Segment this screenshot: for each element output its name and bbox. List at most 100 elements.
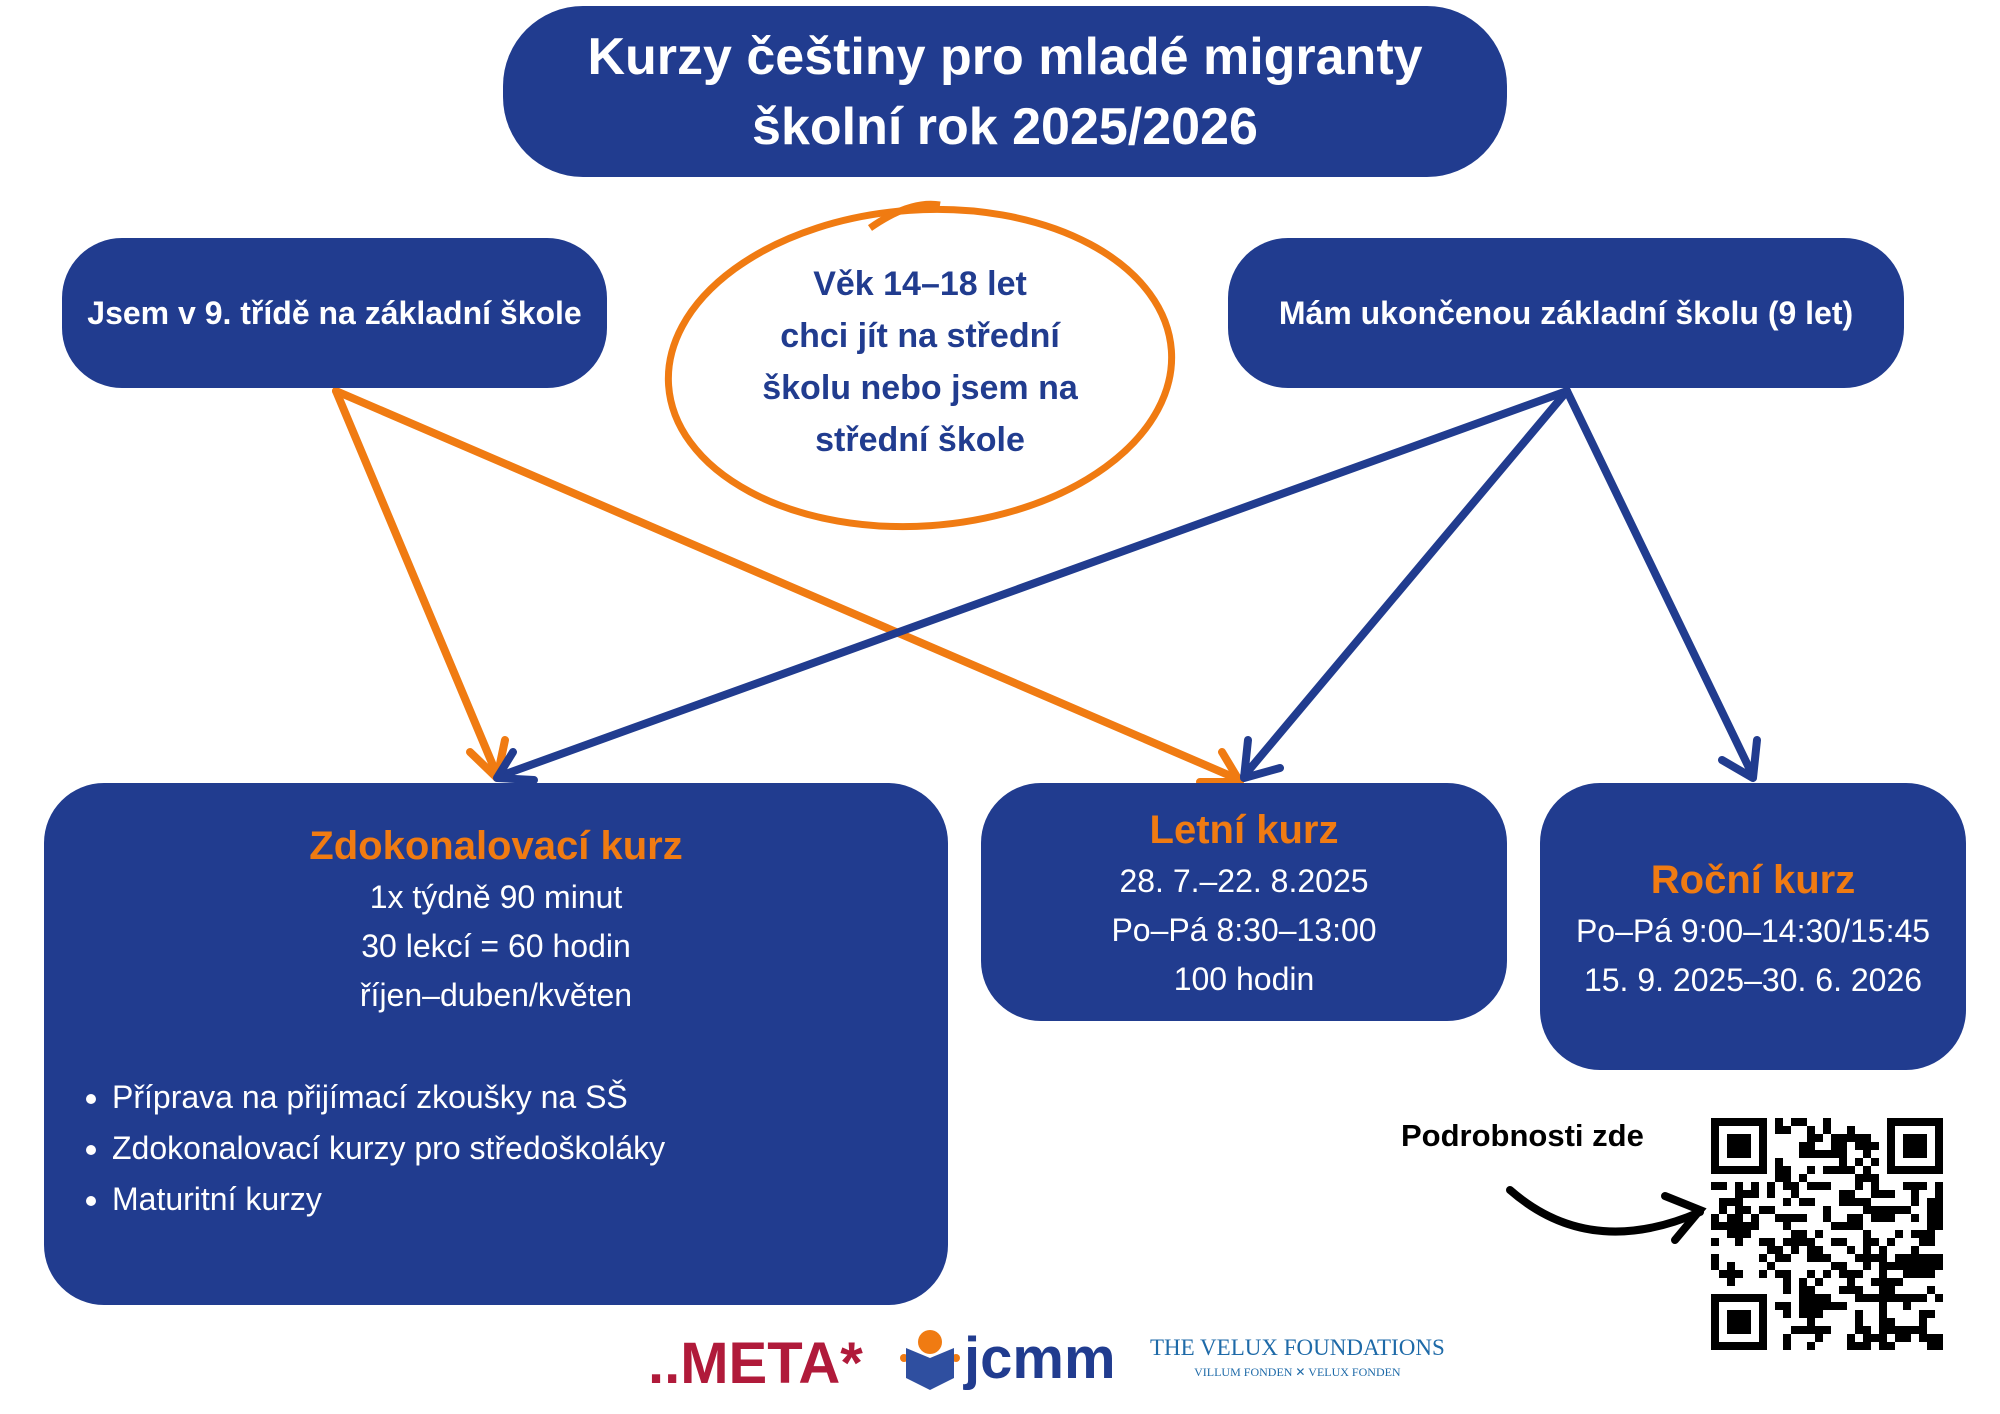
course-rocni: Roční kurz Po–Pá 9:00–14:30/15:45 15. 9.…: [1540, 783, 1966, 1070]
qr-module: [1935, 1166, 1943, 1174]
qr-module: [1711, 1214, 1719, 1222]
bullet-item: Maturitní kurzy: [112, 1174, 948, 1225]
qr-module: [1879, 1246, 1887, 1254]
qr-module: [1751, 1342, 1759, 1350]
qr-module: [1711, 1262, 1719, 1270]
qr-module: [1863, 1198, 1871, 1206]
qr-module: [1759, 1238, 1767, 1246]
qr-module: [1823, 1270, 1831, 1278]
qr-module: [1815, 1302, 1823, 1310]
qr-module: [1919, 1270, 1927, 1278]
qr-module: [1919, 1294, 1927, 1302]
qr-module: [1935, 1118, 1943, 1126]
qr-module: [1911, 1134, 1919, 1142]
qr-module: [1847, 1166, 1855, 1174]
qr-module: [1791, 1246, 1799, 1254]
qr-module: [1879, 1294, 1887, 1302]
qr-module: [1799, 1278, 1807, 1286]
qr-module: [1879, 1190, 1887, 1198]
qr-module: [1791, 1214, 1799, 1222]
qr-module: [1759, 1206, 1767, 1214]
qr-module: [1799, 1294, 1807, 1302]
qr-module: [1799, 1214, 1807, 1222]
qr-module: [1911, 1214, 1919, 1222]
qr-module: [1855, 1342, 1863, 1350]
qr-module: [1727, 1262, 1735, 1270]
qr-module: [1815, 1246, 1823, 1254]
qr-module: [1839, 1158, 1847, 1166]
qr-module: [1759, 1150, 1767, 1158]
qr-module: [1719, 1118, 1727, 1126]
qr-module: [1871, 1182, 1879, 1190]
course-detail: 30 lekcí = 60 hodin: [361, 928, 631, 964]
qr-module: [1847, 1246, 1855, 1254]
qr-module: [1759, 1134, 1767, 1142]
qr-module: [1751, 1190, 1759, 1198]
qr-module: [1783, 1334, 1791, 1342]
qr-module: [1831, 1150, 1839, 1158]
qr-module: [1855, 1198, 1863, 1206]
qr-module: [1719, 1342, 1727, 1350]
qr-module: [1879, 1270, 1887, 1278]
qr-module: [1743, 1134, 1751, 1142]
qr-module: [1871, 1214, 1879, 1222]
title-line-1: Kurzy češtiny pro mladé migranty: [587, 28, 1423, 86]
qr-module: [1735, 1230, 1743, 1238]
qr-module: [1871, 1206, 1879, 1214]
qr-module: [1887, 1142, 1895, 1150]
qr-module: [1807, 1182, 1815, 1190]
qr-module: [1799, 1310, 1807, 1318]
qr-module: [1751, 1182, 1759, 1190]
bullet-item: Zdokonalovací kurzy pro středoškoláky: [112, 1123, 948, 1174]
qr-module: [1711, 1142, 1719, 1150]
qr-module: [1879, 1326, 1887, 1334]
course-detail: Po–Pá 9:00–14:30/15:45: [1575, 913, 1931, 949]
qr-module: [1799, 1230, 1807, 1238]
question-label: Mám ukončenou základní školu (9 let): [1278, 295, 1854, 331]
qr-module: [1903, 1182, 1911, 1190]
qr-module: [1855, 1326, 1863, 1334]
qr-module: [1735, 1342, 1743, 1350]
qr-module: [1919, 1230, 1927, 1238]
qr-module: [1903, 1206, 1911, 1214]
qr-module: [1895, 1230, 1903, 1238]
qr-module: [1855, 1318, 1863, 1326]
qr-module: [1759, 1334, 1767, 1342]
qr-module: [1735, 1270, 1743, 1278]
qr-module: [1783, 1286, 1791, 1294]
qr-module: [1863, 1166, 1871, 1174]
qr-module: [1839, 1134, 1847, 1142]
qr-module: [1855, 1310, 1863, 1318]
qr-module: [1719, 1206, 1727, 1214]
qr-module: [1791, 1238, 1799, 1246]
velux-logo: THE VELUX FOUNDATIONS VILLUM FONDEN ✕ VE…: [1150, 1335, 1445, 1380]
qr-module: [1887, 1190, 1895, 1198]
qr-module: [1823, 1126, 1831, 1134]
qr-module: [1839, 1238, 1847, 1246]
qr-module: [1911, 1150, 1919, 1158]
qr-module: [1735, 1238, 1743, 1246]
qr-module: [1911, 1246, 1919, 1254]
qr-module: [1831, 1134, 1839, 1142]
qr-module: [1815, 1230, 1823, 1238]
qr-module: [1727, 1166, 1735, 1174]
qr-module: [1823, 1254, 1831, 1262]
arrow-orange-to-letni: [332, 387, 1244, 786]
qr-module: [1791, 1190, 1799, 1198]
qr-module: [1759, 1270, 1767, 1278]
qr-module: [1839, 1302, 1847, 1310]
qr-module: [1863, 1326, 1871, 1334]
qr-module: [1927, 1206, 1935, 1214]
qr-module: [1879, 1206, 1887, 1214]
qr-module: [1895, 1166, 1903, 1174]
qr-module: [1919, 1142, 1927, 1150]
qr-module: [1823, 1214, 1831, 1222]
qr-module: [1727, 1342, 1735, 1350]
qr-module: [1759, 1254, 1767, 1262]
qr-module: [1783, 1278, 1791, 1286]
qr-module: [1863, 1142, 1871, 1150]
qr-module: [1711, 1118, 1719, 1126]
qr-module: [1775, 1118, 1783, 1126]
qr-code[interactable]: [1711, 1118, 1943, 1350]
qr-module: [1879, 1334, 1887, 1342]
